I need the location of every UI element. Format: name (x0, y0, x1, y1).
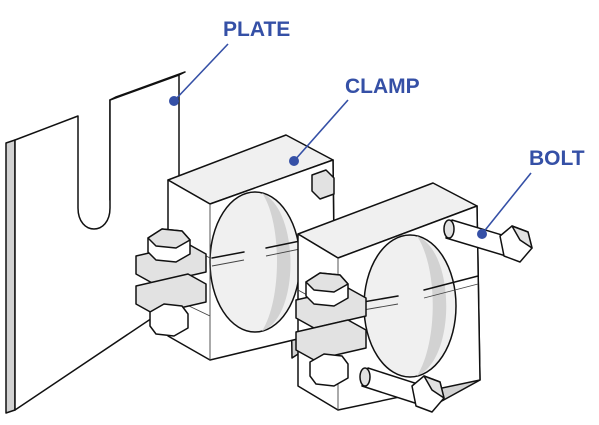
leader-clamp-dot (289, 156, 299, 166)
clamp-right-nut-stack (295, 272, 367, 387)
label-bolt: BOLT (529, 147, 585, 170)
leader-plate (173, 43, 229, 102)
clamp-left-nut-stack (135, 228, 207, 337)
callout-bolt: BOLT (477, 147, 585, 239)
leader-plate-dot (169, 96, 179, 106)
nut-top-left-face (147, 228, 191, 249)
nut-bottom-left (149, 303, 189, 337)
clamp-right-bore-shade (417, 236, 447, 376)
washer-lower-left (135, 273, 207, 315)
leader-bolt (481, 172, 532, 235)
washer-lower-right (295, 319, 367, 361)
leader-clamp (293, 99, 349, 162)
bolt-lower-shank-end (359, 367, 371, 387)
nut-top-right-face (305, 272, 349, 293)
callout-clamp: CLAMP (289, 75, 420, 166)
callout-plate: PLATE (169, 18, 290, 106)
bolt-upper-shank-end (443, 219, 455, 239)
label-clamp: CLAMP (345, 75, 420, 98)
bolt-lower (359, 367, 445, 413)
nut-bottom-right (309, 353, 349, 387)
plate-edge (5, 139, 16, 414)
bolt-lower-head-face (423, 375, 445, 399)
clamp-left-rear-nut (311, 169, 335, 200)
clamp-left-bore-shade (262, 193, 291, 331)
plate-face (14, 74, 180, 411)
bolt-upper-head-face (511, 225, 533, 249)
label-plate: PLATE (223, 18, 290, 41)
plate (5, 71, 186, 414)
leader-bolt-dot (477, 229, 487, 239)
